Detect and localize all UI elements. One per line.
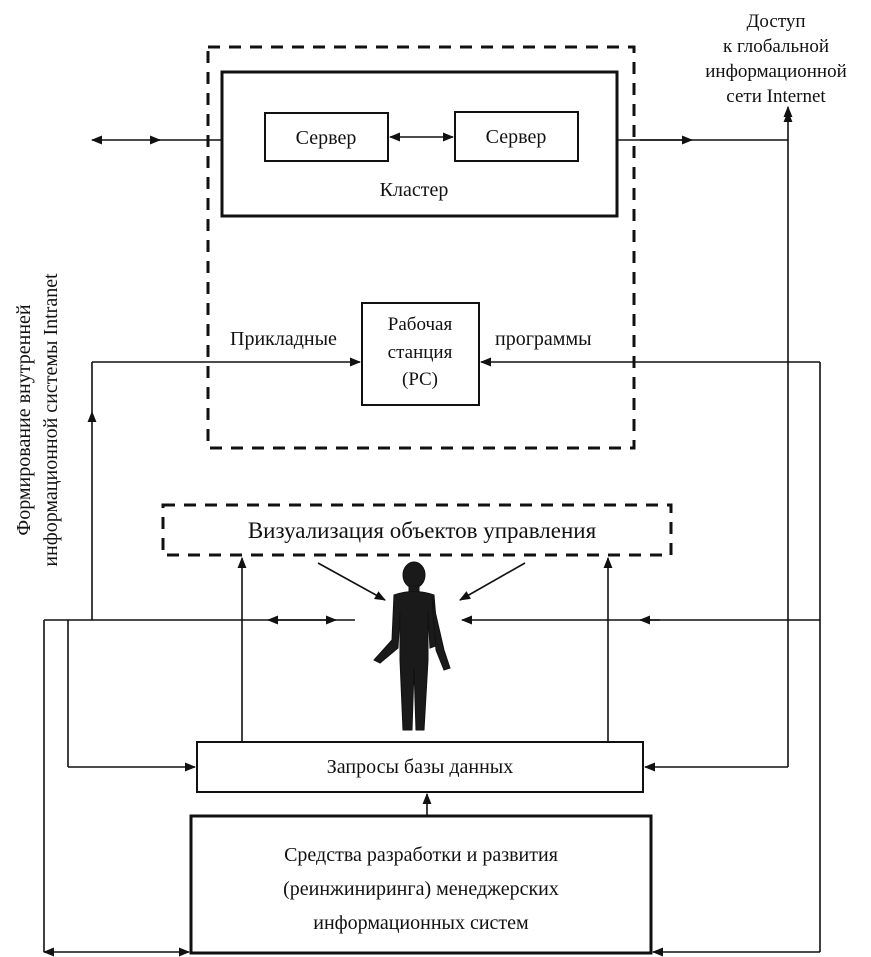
intranet-label-line1: Формирование внутренней [13, 304, 35, 535]
server-left-box [264, 112, 389, 162]
server-right-label: Сервер [486, 126, 547, 148]
internet-label-line1: Доступ [746, 11, 805, 32]
programs-label: программы [495, 328, 592, 350]
visualization-frame [161, 503, 673, 557]
workstation-box [361, 302, 480, 406]
workstation-label-line2: станция [388, 342, 453, 363]
server-environment-frame [206, 45, 636, 450]
applied-label: Прикладные [230, 328, 337, 350]
db-queries-box [196, 741, 644, 793]
internet-label-line2: к глобальной [723, 36, 829, 57]
db-queries-label: Запросы базы данных [327, 756, 513, 778]
workstation-label-line1: Рабочая [388, 314, 453, 335]
server-left-label: Сервер [296, 127, 357, 149]
dev-tools-label-line3: информационных систем [313, 912, 529, 934]
connector-lines [42, 105, 821, 957]
user-figure-icon [373, 561, 451, 731]
visualization-label: Визуализация объектов управления [248, 518, 597, 543]
cluster-label: Кластер [380, 179, 449, 201]
workstation-label-line3: (PC) [402, 369, 438, 390]
internet-label-line3: информационной [705, 61, 847, 82]
dev-tools-box [189, 814, 653, 955]
internet-label-line4: сети Internet [726, 86, 826, 107]
dev-tools-label-line1: Средства разработки и развития [284, 844, 558, 866]
dev-tools-label-line2: (реинжиниринга) менеджерских [283, 878, 559, 900]
intranet-label-line2: информационной системы Intranet [40, 273, 62, 567]
server-right-box [454, 111, 579, 162]
